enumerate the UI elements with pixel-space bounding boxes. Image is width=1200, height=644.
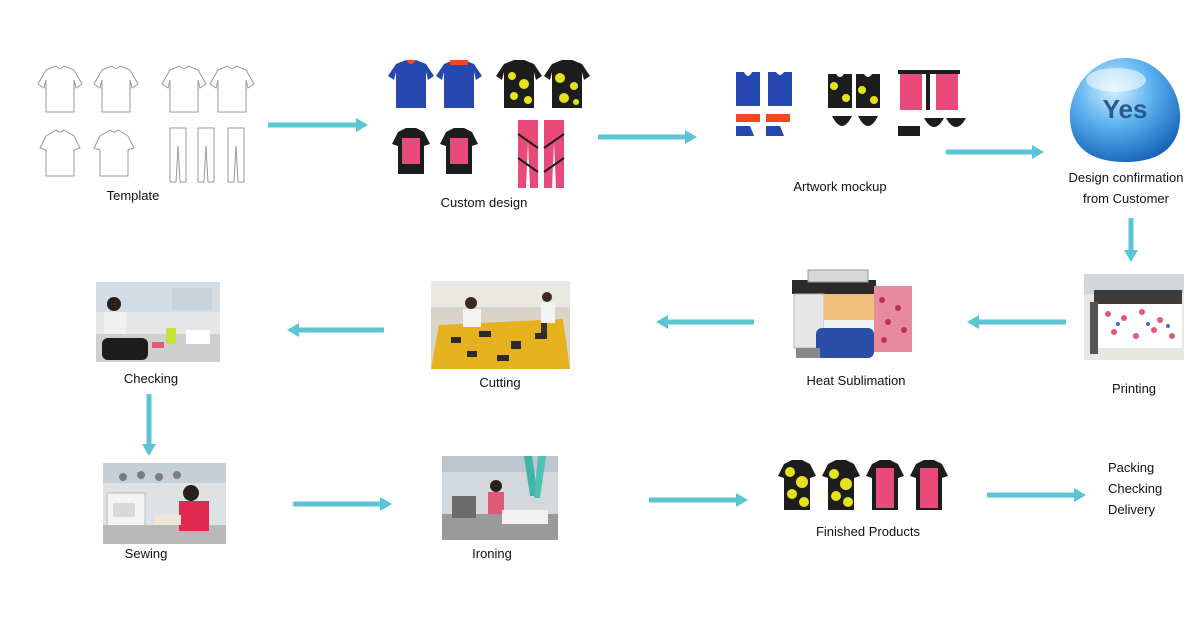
ironing-photo bbox=[442, 456, 558, 540]
template-garment-outlines bbox=[37, 65, 255, 183]
ironing-label: Ironing bbox=[472, 546, 512, 561]
arrow-finished-to-packing bbox=[987, 488, 1086, 502]
delivery-label: Delivery bbox=[1108, 502, 1155, 517]
sewing-label: Sewing bbox=[124, 546, 168, 561]
yes-badge-icon: Yes bbox=[1069, 58, 1181, 162]
arrow-confirm-to-printing bbox=[1124, 218, 1138, 262]
checking-delivery-label: Checking bbox=[1108, 481, 1163, 496]
arrow-printing-to-heat bbox=[967, 315, 1066, 329]
finished-products-jerseys bbox=[778, 460, 948, 510]
heat-sublimation-label: Heat Sublimation bbox=[806, 373, 906, 388]
design-confirmation-label-line1: Design confirmation bbox=[1068, 170, 1184, 185]
heat-sublimation-machine bbox=[788, 266, 918, 366]
arrow-template-to-custom bbox=[268, 118, 368, 132]
finished-products-label: Finished Products bbox=[815, 524, 921, 539]
arrow-artwork-to-confirm bbox=[946, 145, 1044, 159]
design-confirmation-label-line2: from Customer bbox=[1083, 191, 1169, 206]
sewing-photo bbox=[103, 463, 226, 544]
checking-label: Checking bbox=[123, 371, 179, 386]
arrow-cutting-to-checking bbox=[287, 323, 384, 337]
artwork-mockup-pieces bbox=[736, 70, 966, 136]
cutting-label: Cutting bbox=[479, 375, 521, 390]
custom-design-label: Custom design bbox=[440, 195, 528, 210]
arrow-heat-to-cutting bbox=[656, 315, 754, 329]
arrow-checking-to-sewing bbox=[142, 394, 156, 456]
custom-design-jerseys bbox=[388, 60, 590, 188]
yes-badge-text: Yes bbox=[1103, 94, 1148, 124]
arrow-custom-to-artwork bbox=[598, 130, 697, 144]
packing-label: Packing bbox=[1108, 460, 1155, 475]
template-label: Template bbox=[106, 188, 160, 203]
cutting-photo bbox=[431, 281, 570, 369]
arrow-sewing-to-ironing bbox=[293, 497, 392, 511]
printing-photo bbox=[1084, 274, 1184, 360]
checking-photo bbox=[96, 282, 220, 362]
arrow-ironing-to-finished bbox=[649, 493, 748, 507]
printing-label: Printing bbox=[1111, 381, 1157, 396]
artwork-mockup-label: Artwork mockup bbox=[793, 179, 887, 194]
